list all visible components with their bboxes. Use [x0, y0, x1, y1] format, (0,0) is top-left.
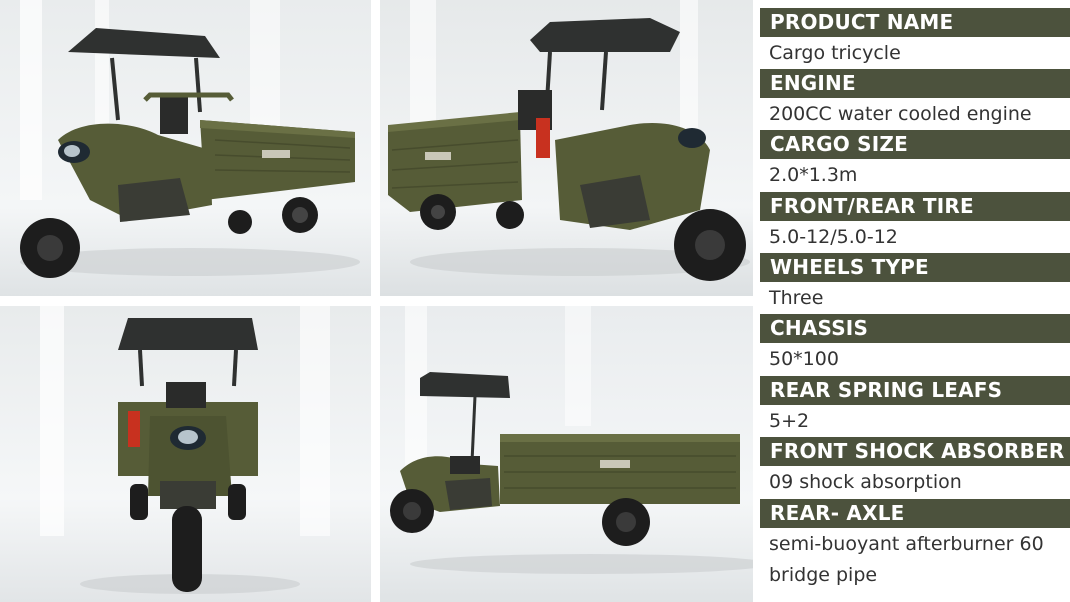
spec-sheet: PRODUCT NAME Cargo tricycle ENGINE 200CC…	[758, 0, 1070, 602]
tricycle-rear-right-illustration	[380, 0, 753, 296]
spec-value-cargo-size: 2.0*1.3m	[769, 164, 858, 186]
spec-label-cargo-size: CARGO SIZE	[760, 130, 1070, 159]
spec-value-engine: 200CC water cooled engine	[769, 103, 1032, 125]
tricycle-front-illustration	[0, 306, 371, 602]
spec-value-product-name: Cargo tricycle	[769, 42, 901, 64]
spec-value-rear-spring: 5+2	[769, 410, 810, 432]
spec-label-tire: FRONT/REAR TIRE	[760, 192, 1070, 221]
spec-label-front-shock: FRONT SHOCK ABSORBER	[760, 437, 1070, 466]
spec-label-engine: ENGINE	[760, 69, 1070, 98]
spec-value-wheels-type: Three	[769, 287, 824, 309]
photo-front-left-view	[0, 0, 371, 296]
spec-value-chassis: 50*100	[769, 348, 839, 370]
spec-value-front-shock: 09 shock absorption	[769, 471, 962, 493]
spec-label-rear-axle: REAR- AXLE	[760, 499, 1070, 528]
spec-value-tire: 5.0-12/5.0-12	[769, 226, 898, 248]
photo-side-view	[380, 306, 753, 602]
photo-front-view	[0, 306, 371, 602]
spec-value-rear-axle: semi-buoyant afterburner 60 bridge pipe	[769, 533, 1044, 586]
tricycle-front-left-illustration	[0, 0, 371, 296]
tricycle-side-illustration	[380, 306, 753, 602]
spec-label-rear-spring: REAR SPRING LEAFS	[760, 376, 1070, 405]
spec-label-product-name: PRODUCT NAME	[760, 8, 1070, 37]
photo-rear-right-view	[380, 0, 753, 296]
spec-label-chassis: CHASSIS	[760, 314, 1070, 343]
spec-label-wheels-type: WHEELS TYPE	[760, 253, 1070, 282]
product-photo-grid	[0, 0, 753, 602]
